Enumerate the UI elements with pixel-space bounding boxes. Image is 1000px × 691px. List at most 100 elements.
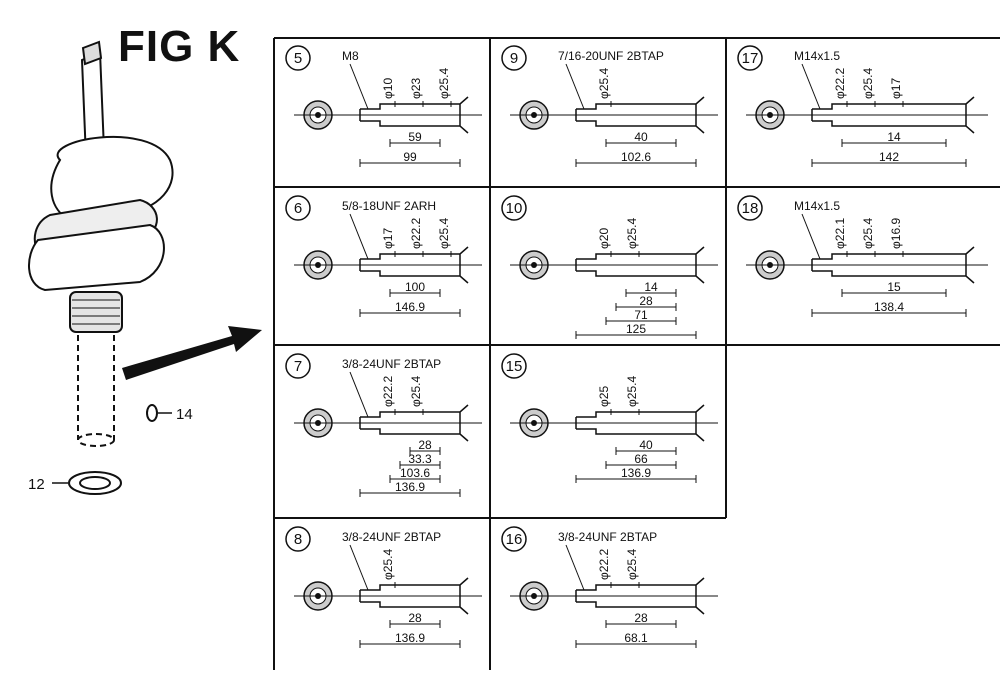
callout-12: 12 — [28, 476, 45, 493]
diameter-label: φ20 — [597, 228, 611, 249]
panel-5: 5 M8 φ10 φ23 φ25.4 59 99 — [285, 45, 482, 167]
diameter-label: φ25.4 — [625, 549, 639, 580]
length-label: 136.9 — [395, 631, 425, 645]
thread-spec: 3/8-24UNF 2BTAP — [342, 530, 441, 544]
panel-9: 9 7/16-20UNF 2BTAP φ25.4 40 102.6 — [501, 45, 718, 167]
thread-spec: 5/8-18UNF 2ARH — [342, 199, 436, 213]
panel-number-circle — [285, 526, 311, 552]
length-label: 102.6 — [621, 150, 651, 164]
thread-spec: M8 — [342, 49, 359, 63]
diameter-label: φ23 — [409, 78, 423, 99]
length-label: 28 — [408, 611, 422, 625]
length-label: 59 — [408, 130, 422, 144]
panel-number: 8 — [294, 531, 302, 548]
panel-number: 10 — [506, 200, 523, 217]
length-label: 14 — [644, 280, 658, 294]
panel-number-circle — [285, 45, 311, 71]
length-label: 14 — [887, 130, 901, 144]
shaft-profile — [359, 577, 469, 615]
diameter-label: φ25.4 — [625, 218, 639, 249]
diameter-label: φ25.4 — [381, 549, 395, 580]
shaft-profile — [575, 404, 705, 442]
panel-8: 8 3/8-24UNF 2BTAP φ25.4 28 136.9 — [285, 526, 482, 648]
diameter-label: φ22.2 — [409, 218, 423, 249]
panel-number: 16 — [506, 531, 523, 548]
thread-spec: 7/16-20UNF 2BTAP — [558, 49, 664, 63]
figure-title: FIG K — [118, 22, 241, 71]
length-label: 33.3 — [408, 452, 432, 466]
shaft-profile — [359, 96, 469, 134]
callout-14: 14 — [176, 406, 193, 423]
shaft-profile — [359, 246, 469, 284]
panel-number: 18 — [742, 200, 759, 217]
diameter-label: φ22.2 — [381, 376, 395, 407]
shaft-profile — [359, 404, 469, 442]
length-label: 28 — [418, 438, 432, 452]
diameter-label: φ25.4 — [597, 68, 611, 99]
panel-6: 6 5/8-18UNF 2ARH φ17 φ22.2 φ25.4 100 146.9 — [285, 195, 482, 317]
length-label: 146.9 — [395, 300, 425, 314]
length-label: 40 — [634, 130, 648, 144]
diameter-label: φ25 — [597, 386, 611, 407]
length-label: 66 — [634, 452, 648, 466]
diameter-label: φ22.2 — [833, 68, 847, 99]
length-label: 40 — [639, 438, 653, 452]
diameter-label: φ10 — [381, 78, 395, 99]
length-label: 136.9 — [395, 480, 425, 494]
panel-number: 15 — [506, 358, 523, 375]
panel-number-circle — [501, 45, 527, 71]
pointer-arrow — [122, 326, 262, 380]
thread-spec: 3/8-24UNF 2BTAP — [558, 530, 657, 544]
length-label: 125 — [626, 322, 646, 336]
thread-spec: M14x1.5 — [794, 49, 840, 63]
crank-web-upper — [50, 135, 174, 222]
panel-number-circle — [737, 195, 763, 221]
lower-shaft-outline — [77, 335, 115, 440]
shaft-profile — [575, 96, 705, 134]
length-label: 103.6 — [400, 466, 430, 480]
thread-spec: 3/8-24UNF 2BTAP — [342, 357, 441, 371]
crankshaft-illustration: 14 12 — [27, 40, 262, 495]
shaft-profile — [811, 96, 975, 134]
panel-number: 17 — [742, 50, 759, 67]
length-label: 142 — [879, 150, 899, 164]
panel-number: 5 — [294, 50, 302, 67]
diameter-label: φ25.4 — [437, 218, 451, 249]
length-label: 136.9 — [621, 466, 651, 480]
shaft-profile — [575, 246, 705, 284]
length-label: 71 — [634, 308, 648, 322]
length-label: 28 — [634, 611, 648, 625]
diameter-label: φ16.9 — [889, 218, 903, 249]
panel-number-circle — [737, 45, 763, 71]
diameter-label: φ22.1 — [833, 218, 847, 249]
diameter-label: φ25.4 — [625, 376, 639, 407]
length-label: 100 — [405, 280, 425, 294]
diameter-label: φ17 — [381, 228, 395, 249]
diameter-label: φ17 — [889, 78, 903, 99]
length-label: 138.4 — [874, 300, 904, 314]
diameter-label: φ25.4 — [861, 218, 875, 249]
timing-gear — [69, 291, 123, 333]
seal-14 — [146, 404, 158, 422]
diameter-label: φ25.4 — [861, 68, 875, 99]
diameter-label: φ25.4 — [437, 68, 451, 99]
panel-number-circle — [501, 353, 527, 379]
shaft-profile — [811, 246, 975, 284]
length-label: 99 — [403, 150, 417, 164]
panel-number: 9 — [510, 50, 518, 67]
diameter-label: φ22.2 — [597, 549, 611, 580]
panel-number-circle — [285, 353, 311, 379]
crank-web-lower — [27, 223, 165, 292]
diameter-label: φ25.4 — [409, 376, 423, 407]
panel-number-circle — [501, 526, 527, 552]
panel-number: 6 — [294, 200, 302, 217]
panel-number-circle — [285, 195, 311, 221]
panel-number-circle — [501, 195, 527, 221]
shaft-profile — [575, 577, 705, 615]
length-label: 28 — [639, 294, 653, 308]
